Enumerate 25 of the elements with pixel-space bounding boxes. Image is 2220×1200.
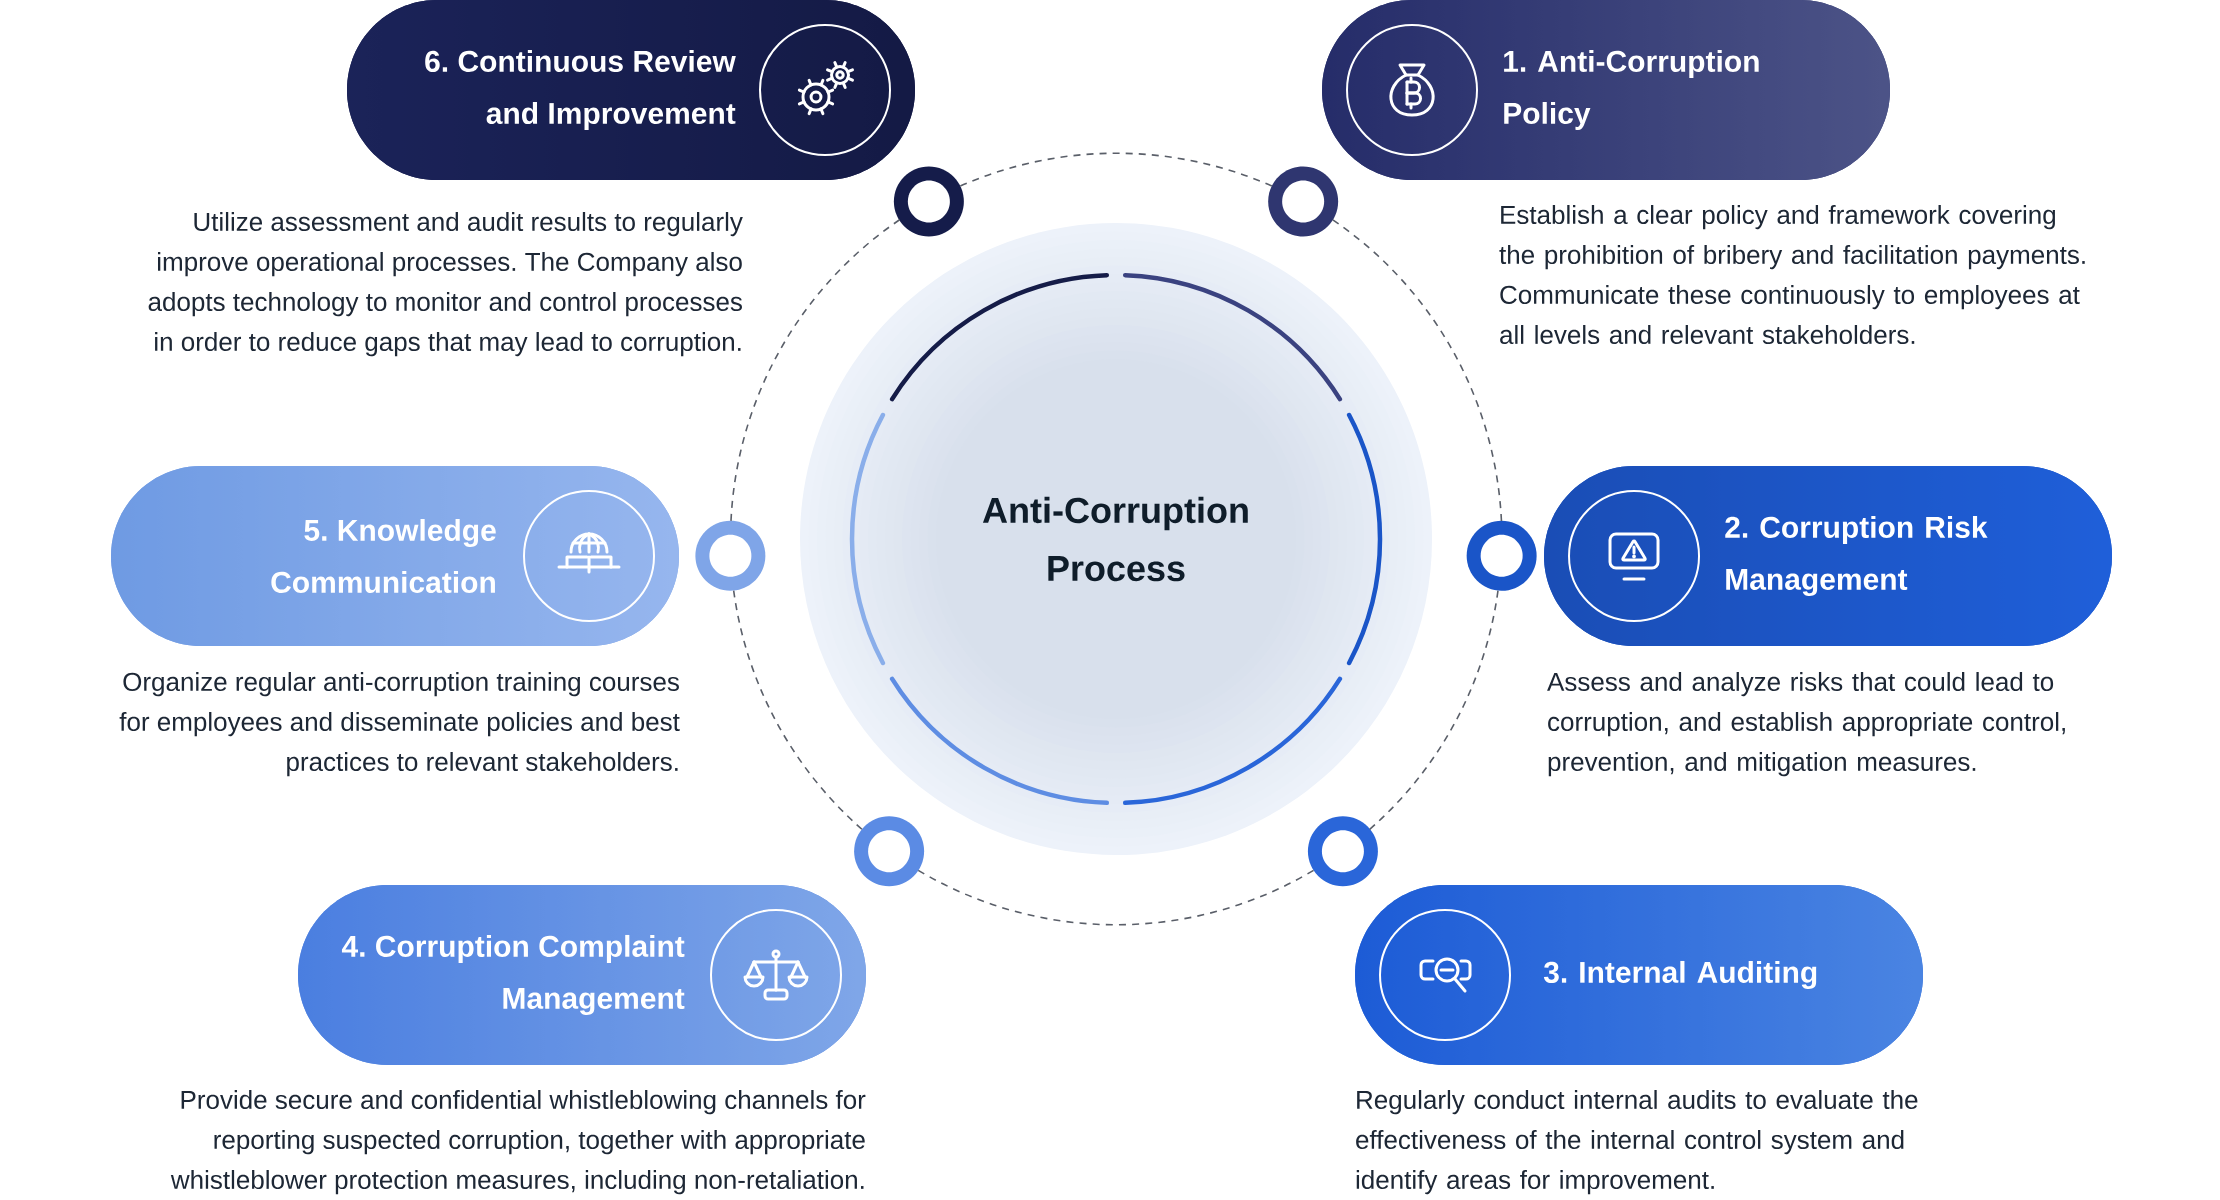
ring-marker [1268,166,1339,237]
description: Regularly conduct internal audits to evaluate the effectiveness of the internal control system and identify areas for improvement. [1356,1090,1918,1195]
ring-marker [1307,816,1378,887]
dashed-connector [1332,219,1503,522]
ring-marker [695,520,766,591]
step-title: 3. Internal Auditing [1543,960,1817,990]
step-title: 5. Knowledge Communication [271,519,496,593]
dashed-connector [732,589,863,831]
dashed-connector [1368,589,1499,831]
ring-marker [854,816,925,887]
step-title: 1. Anti-Corruption Policy [1504,50,1759,130]
center-title: Anti-Corruption Process [982,496,1248,582]
step-title: 6. Continuous Review and Improvement [425,50,736,130]
step-title: 2. Corruption Risk Management [1725,515,1988,597]
description: Assess and analyze risks that could lead to corruption, and establish appropriate control, prevention, and mitigation measures. [1547,672,2065,777]
description: Organize regular anti-corruption training courses for employees and disseminate policies and best practices to relevant stakeholders. [119,672,680,777]
step-title: 4. Corruption Complaint Management [341,934,685,1016]
description: Utilize assessment and audit results to regularly improve operational processes. The Company also adopts technology to monitor and control processes in order to reduce gaps that may lead to corruption. [148,212,743,357]
dashed-connector [959,152,1273,187]
description: Establish a clear policy and framework covering the prohibition of bribery and facilitation payments. Communicate these continuously to employees at all levels and relevant stakeholders. [1499,205,2085,345]
ring-marker [1466,520,1537,591]
dashed-connector [730,218,901,522]
ring-marker [893,166,964,237]
dashed-connector [917,869,1315,926]
description: Provide secure and confidential whistleblowing channels for reporting suspected corruption, together with appropriate whistleblower protection measures, including non-retaliation. [170,1090,866,1195]
